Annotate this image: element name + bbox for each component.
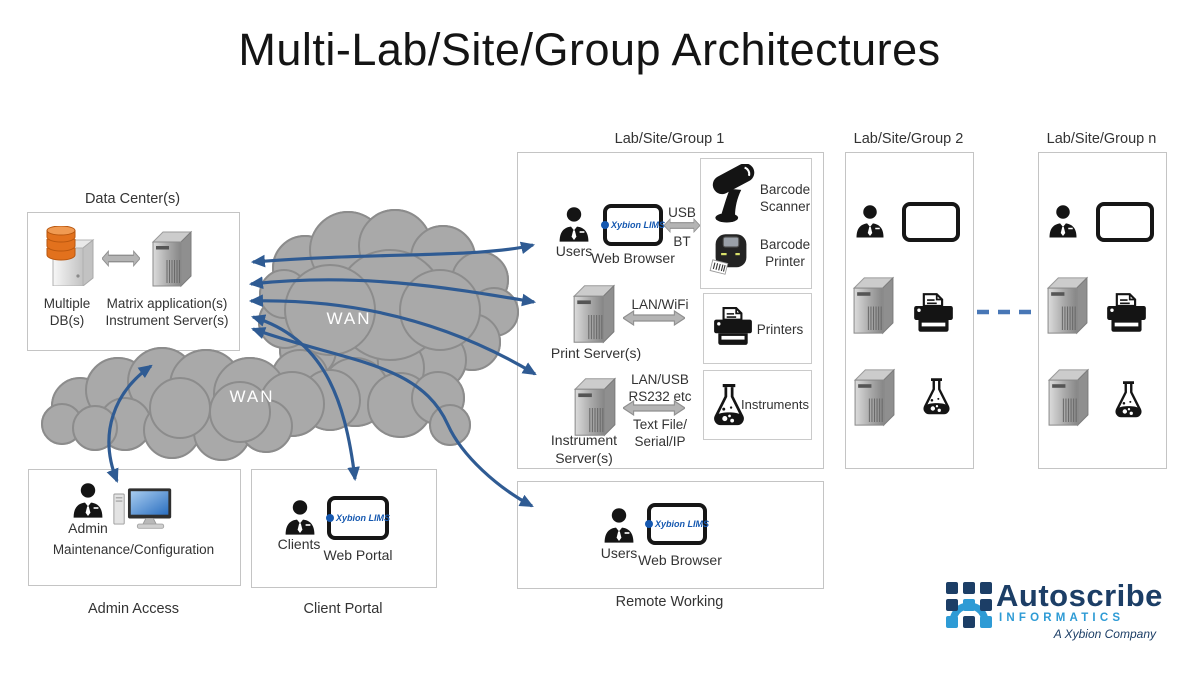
user-icon <box>855 202 885 240</box>
print-server-label: Print Server(s) <box>550 345 642 361</box>
print-server-icon <box>571 281 617 347</box>
clients-label: Clients <box>277 536 321 552</box>
wan-label-lower: WAN <box>229 387 274 406</box>
arrow-dc-client-portal <box>250 314 360 482</box>
xybion-lims-logo: Xybion LIMS <box>601 220 665 230</box>
xybion-dot-icon <box>326 514 334 522</box>
remote-users-label: Users <box>600 545 638 561</box>
maintenance-config-label: Maintenance/Configuration <box>52 542 215 557</box>
admin-label: Admin <box>68 520 108 536</box>
xybion-dot-icon <box>601 221 609 229</box>
xybion-lims-logo: Xybion LIMS <box>326 513 390 523</box>
logo-sub-text: INFORMATICS <box>999 612 1125 624</box>
user-icon <box>1048 202 1078 240</box>
server-icon <box>1045 274 1090 337</box>
web-browser-tablet: Xybion LIMS <box>601 204 665 246</box>
logo-tagline: A Xybion Company <box>1053 627 1156 641</box>
arrow-dc-lab1-users <box>250 241 536 268</box>
labn-title: Lab/Site/Group n <box>1046 131 1157 147</box>
user-icon <box>558 204 590 244</box>
flask-icon <box>920 377 953 418</box>
xybion-dot-icon <box>645 520 653 528</box>
admin-user-icon <box>72 480 104 520</box>
usb-label: USB <box>668 205 696 220</box>
clients-user-icon <box>284 497 316 537</box>
arrow-dc-lab1-instrumentserver <box>248 294 537 376</box>
instrument-server-icon <box>572 374 618 440</box>
lan-usb-label: LAN/USB RS232 etc <box>628 372 692 405</box>
remote-working-caption: Remote Working <box>615 594 724 610</box>
admin-access-caption: Admin Access <box>87 601 180 617</box>
logo-brand-text: Autoscribe <box>996 578 1163 613</box>
server-icon <box>150 228 194 290</box>
page-title: Multi-Lab/Site/Group Architectures <box>238 24 941 75</box>
printer-icon <box>912 293 955 334</box>
flask-icon <box>1112 380 1145 421</box>
printer-icon <box>712 306 754 348</box>
barcode-scanner-icon <box>708 164 760 224</box>
server-icon <box>1046 366 1091 429</box>
database-server-icon <box>44 226 98 286</box>
matrix-server-label: Matrix application(s) Instrument Server(… <box>105 296 229 329</box>
lan-wifi-label: LAN/WiFi <box>631 297 689 312</box>
arrow-dc-admin <box>106 364 153 483</box>
web-browser-label: Web Browser <box>591 250 675 266</box>
remote-web-browser-label: Web Browser <box>638 552 722 568</box>
lab1-title: Lab/Site/Group 1 <box>614 131 725 147</box>
printer-icon <box>1105 293 1148 334</box>
client-portal-caption: Client Portal <box>303 601 383 617</box>
desktop-computer-icon <box>112 488 174 532</box>
users-label: Users <box>555 243 593 259</box>
barcode-printer-icon <box>709 227 753 279</box>
data-center-title: Data Center(s) <box>84 191 181 207</box>
tablet-icon <box>902 202 960 242</box>
wan-label-upper: WAN <box>326 309 371 328</box>
user-icon <box>603 505 635 545</box>
bt-label: BT <box>673 234 691 249</box>
web-portal-tablet: Xybion LIMS <box>326 496 390 540</box>
server-icon <box>851 274 896 337</box>
multiple-db-label: Multiple DB(s) <box>43 296 91 329</box>
instruments-label: Instruments <box>741 397 809 412</box>
tablet-icon <box>1096 202 1154 242</box>
server-icon <box>852 366 897 429</box>
autoscribe-logo: Autoscribe INFORMATICS A Xybion Company <box>946 578 1168 650</box>
textfile-serial-label: Text File/ Serial/IP <box>632 417 687 450</box>
web-portal-label: Web Portal <box>323 547 393 563</box>
arrow-dc-lab1-printserver <box>248 276 537 307</box>
autoscribe-logo-mark-icon <box>946 582 992 629</box>
instrument-server-label: Instrument Server(s) <box>550 432 618 466</box>
lab2-title: Lab/Site/Group 2 <box>853 131 964 147</box>
remote-web-browser-tablet: Xybion LIMS <box>645 503 709 545</box>
barcode-printer-label: Barcode Printer <box>759 237 811 270</box>
barcode-scanner-label: Barcode Scanner <box>759 182 811 215</box>
xybion-lims-logo: Xybion LIMS <box>645 519 709 529</box>
printers-label: Printers <box>756 322 804 337</box>
